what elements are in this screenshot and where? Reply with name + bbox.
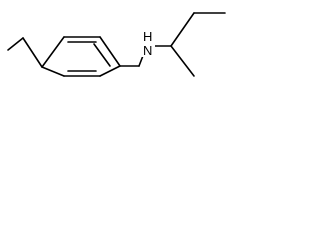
chiral-methyl-bond (170, 45, 195, 77)
structure-diagram: H N (0, 0, 231, 107)
ethyl-ch3-bond (7, 37, 24, 51)
hydrogen-label: H (143, 29, 152, 44)
ring-bond-6 (41, 36, 65, 68)
nitrogen-label-bg (140, 29, 155, 57)
ring-bond-3 (99, 65, 121, 77)
ethyl-ring-bond (22, 37, 43, 68)
chiral-ethyl-bond-1 (170, 12, 195, 47)
ring-bond-4 (99, 36, 121, 67)
ring-double-bond-3 (93, 43, 111, 67)
structure-canvas: H N (7, 12, 226, 77)
nitrogen-label: N (143, 43, 152, 58)
ring-bond-1 (41, 66, 65, 77)
